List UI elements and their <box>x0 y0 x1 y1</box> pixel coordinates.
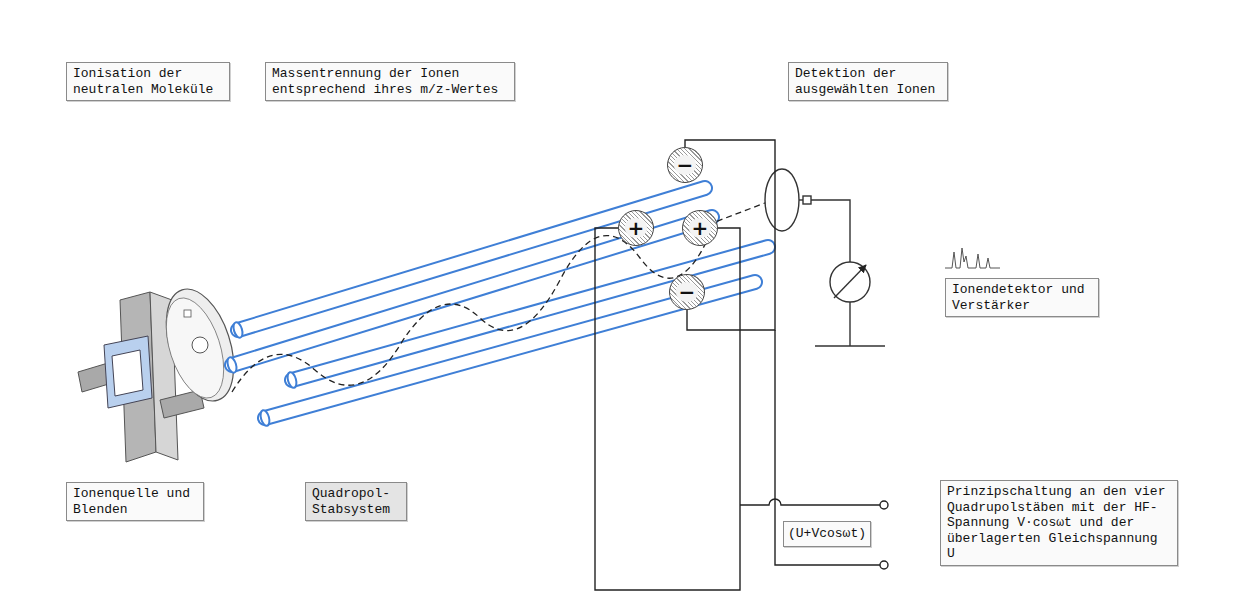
quadrupole-rods <box>226 188 768 427</box>
part-label: Ionendetektor und Verstärker <box>945 278 1099 317</box>
rod-section: + <box>682 210 718 246</box>
polarity-sign: − <box>674 155 697 175</box>
rod-end <box>226 356 238 374</box>
stage-label: Massentrennung der Ionen entsprechend ih… <box>265 62 515 101</box>
ion-detector <box>765 169 885 346</box>
voltage-box: (U+Vcosωt) <box>783 521 871 547</box>
spectrum-icon <box>945 248 1000 268</box>
rod-section: − <box>667 147 703 183</box>
ion-source <box>78 281 246 462</box>
polarity-sign: + <box>625 218 648 238</box>
polarity-sign: − <box>676 282 699 302</box>
part-label: Ionenquelle und Blenden <box>66 482 204 521</box>
rod-end <box>286 371 298 389</box>
label-text: (U+Vcosωt) <box>788 526 866 542</box>
part-label: Quadropol-Stabsystem <box>305 482 407 521</box>
label-text: Ionendetektor und Verstärker <box>952 282 1092 313</box>
label-text: Prinzipschaltung an den vier Quadrupolst… <box>947 484 1171 562</box>
label-text: Detektion der ausgewählten Ionen <box>795 66 941 97</box>
circuit-wire <box>595 228 740 590</box>
rod-end <box>259 409 271 427</box>
rod-outline <box>292 247 768 380</box>
caption-box: Prinzipschaltung an den vier Quadrupolst… <box>940 480 1178 566</box>
label-text: Massentrennung der Ionen entsprechend ih… <box>272 66 508 97</box>
stage-label: Ionisation der neutralen Moleküle <box>66 62 230 101</box>
label-text: Ionisation der neutralen Moleküle <box>73 66 223 97</box>
label-text: Quadropol-Stabsystem <box>312 486 400 517</box>
circuit-wires <box>740 330 888 569</box>
rod-section: − <box>669 274 705 310</box>
polarity-sign: + <box>689 218 712 238</box>
stage-label: Detektion der ausgewählten Ionen <box>788 62 948 101</box>
rod-end <box>232 321 244 339</box>
ion-trajectory <box>232 198 778 392</box>
rod-section: + <box>618 210 654 246</box>
label-text: Ionenquelle und Blenden <box>73 486 197 517</box>
rod-body <box>292 247 768 380</box>
